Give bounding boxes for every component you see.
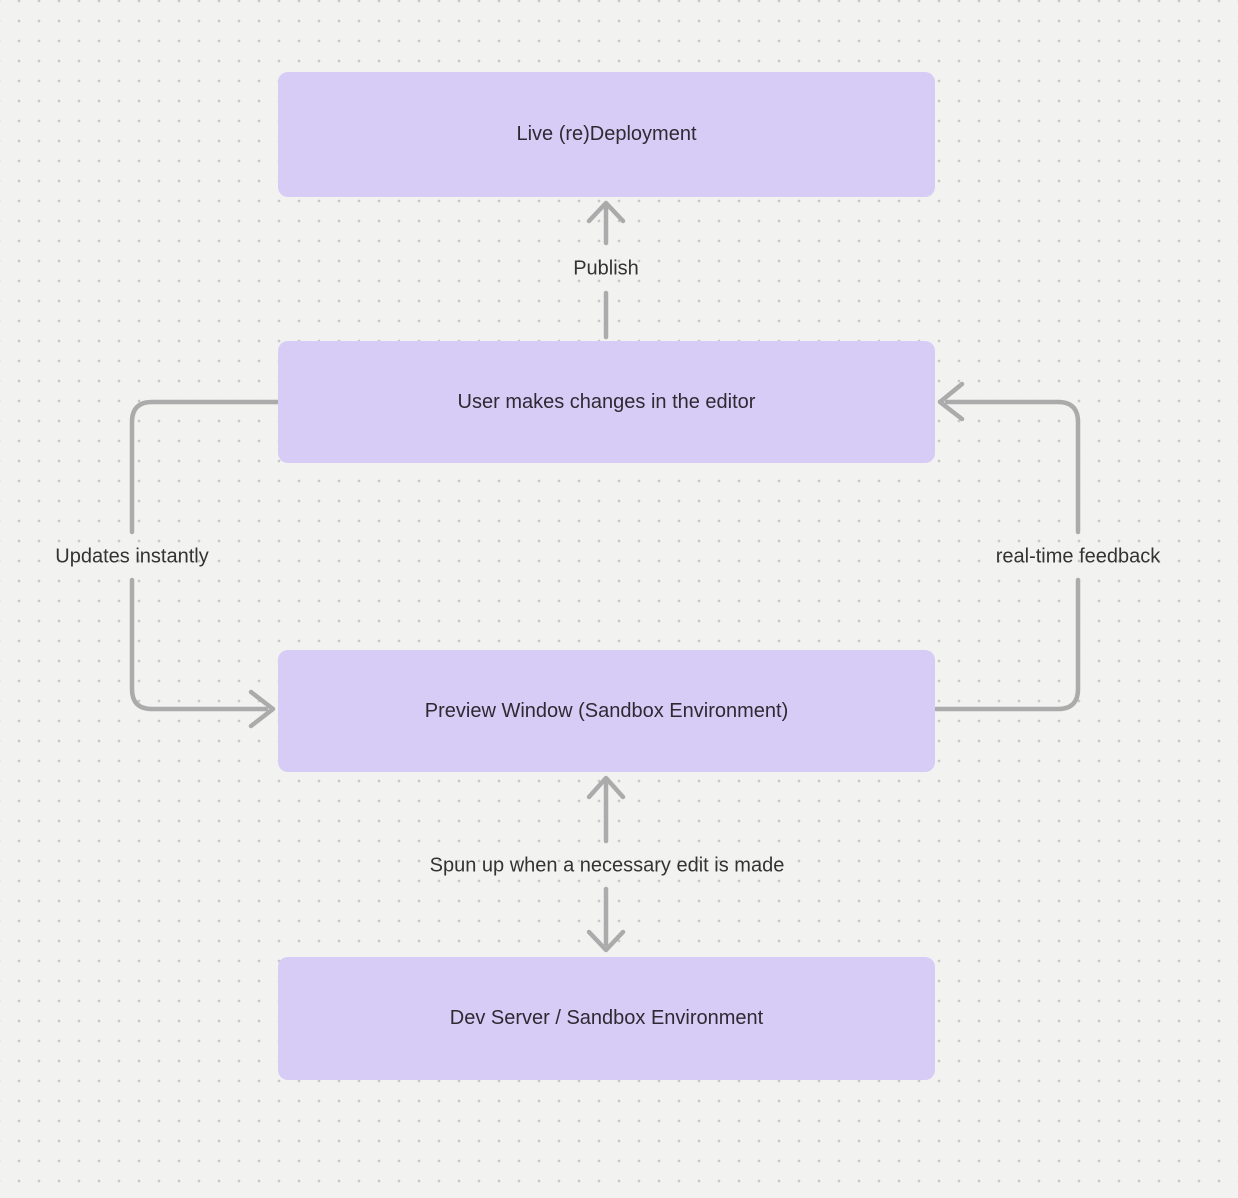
node-live-deployment: Live (re)Deployment xyxy=(278,72,935,197)
node-dev-server: Dev Server / Sandbox Environment xyxy=(278,957,935,1080)
node-preview-window-label: Preview Window (Sandbox Environment) xyxy=(424,699,789,722)
edge-label-realtime-feedback: real-time feedback xyxy=(995,545,1161,568)
realtime-feedback-arrow xyxy=(933,381,1081,712)
edge-label-publish: Publish xyxy=(573,257,639,280)
edge-label-updates-instantly: Updates instantly xyxy=(55,545,209,568)
spun-up-arrow xyxy=(586,775,626,953)
node-user-editor-label: User makes changes in the editor xyxy=(457,390,756,413)
node-live-deployment-label: Live (re)Deployment xyxy=(516,123,697,145)
node-user-editor: User makes changes in the editor xyxy=(278,341,935,463)
edge-label-spun-up: Spun up when a necessary edit is made xyxy=(429,854,785,877)
node-preview-window: Preview Window (Sandbox Environment) xyxy=(278,650,935,772)
updates-instantly-arrow xyxy=(129,399,281,729)
publish-arrow xyxy=(586,200,626,340)
node-dev-server-label: Dev Server / Sandbox Environment xyxy=(449,1007,764,1029)
